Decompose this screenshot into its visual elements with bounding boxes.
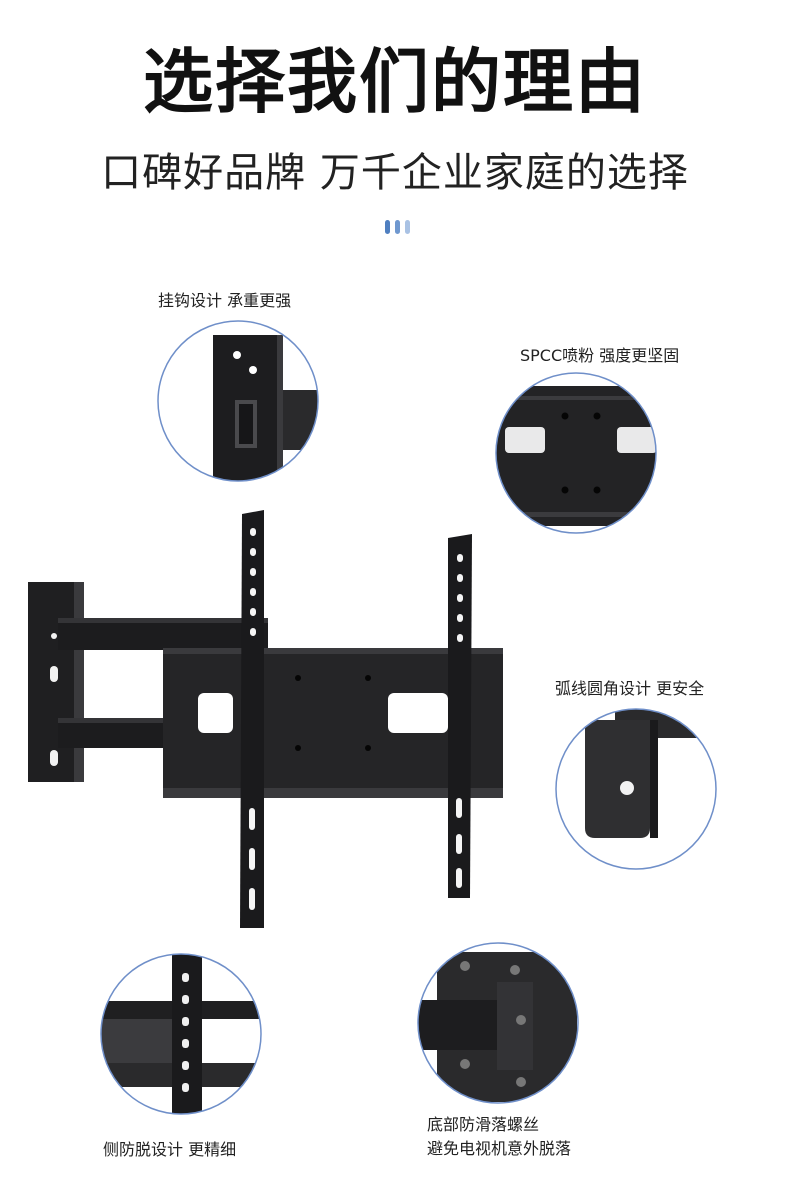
detail-circle-rounded bbox=[555, 708, 717, 870]
page-subtitle: 口碑好品牌 万千企业家庭的选择 bbox=[101, 150, 689, 196]
accent-dot bbox=[385, 220, 390, 234]
accent-dots bbox=[385, 220, 410, 234]
feature-label-bottom-screw: 底部防滑落螺丝 避免电视机意外脱落 bbox=[427, 1113, 571, 1161]
feature-label-hook: 挂钩设计 承重更强 bbox=[158, 291, 292, 310]
feature-label-spcc: SPCC喷粉 强度更坚固 bbox=[520, 346, 680, 365]
accent-dot bbox=[395, 220, 400, 234]
detail-circle-hook bbox=[157, 320, 319, 482]
detail-circle-side-lock bbox=[100, 953, 262, 1115]
tv-bracket-product bbox=[28, 508, 508, 933]
feature-label-side-lock: 侧防脱设计 更精细 bbox=[103, 1140, 237, 1159]
feature-label-line: 避免电视机意外脱落 bbox=[427, 1139, 572, 1158]
feature-label-line: 底部防滑落螺丝 bbox=[427, 1115, 540, 1134]
page-title: 选择我们的理由 bbox=[143, 41, 647, 123]
feature-label-rounded: 弧线圆角设计 更安全 bbox=[555, 679, 705, 698]
detail-circle-bottom-screw bbox=[417, 942, 579, 1104]
accent-dot bbox=[405, 220, 410, 234]
detail-circle-spcc bbox=[495, 372, 657, 534]
